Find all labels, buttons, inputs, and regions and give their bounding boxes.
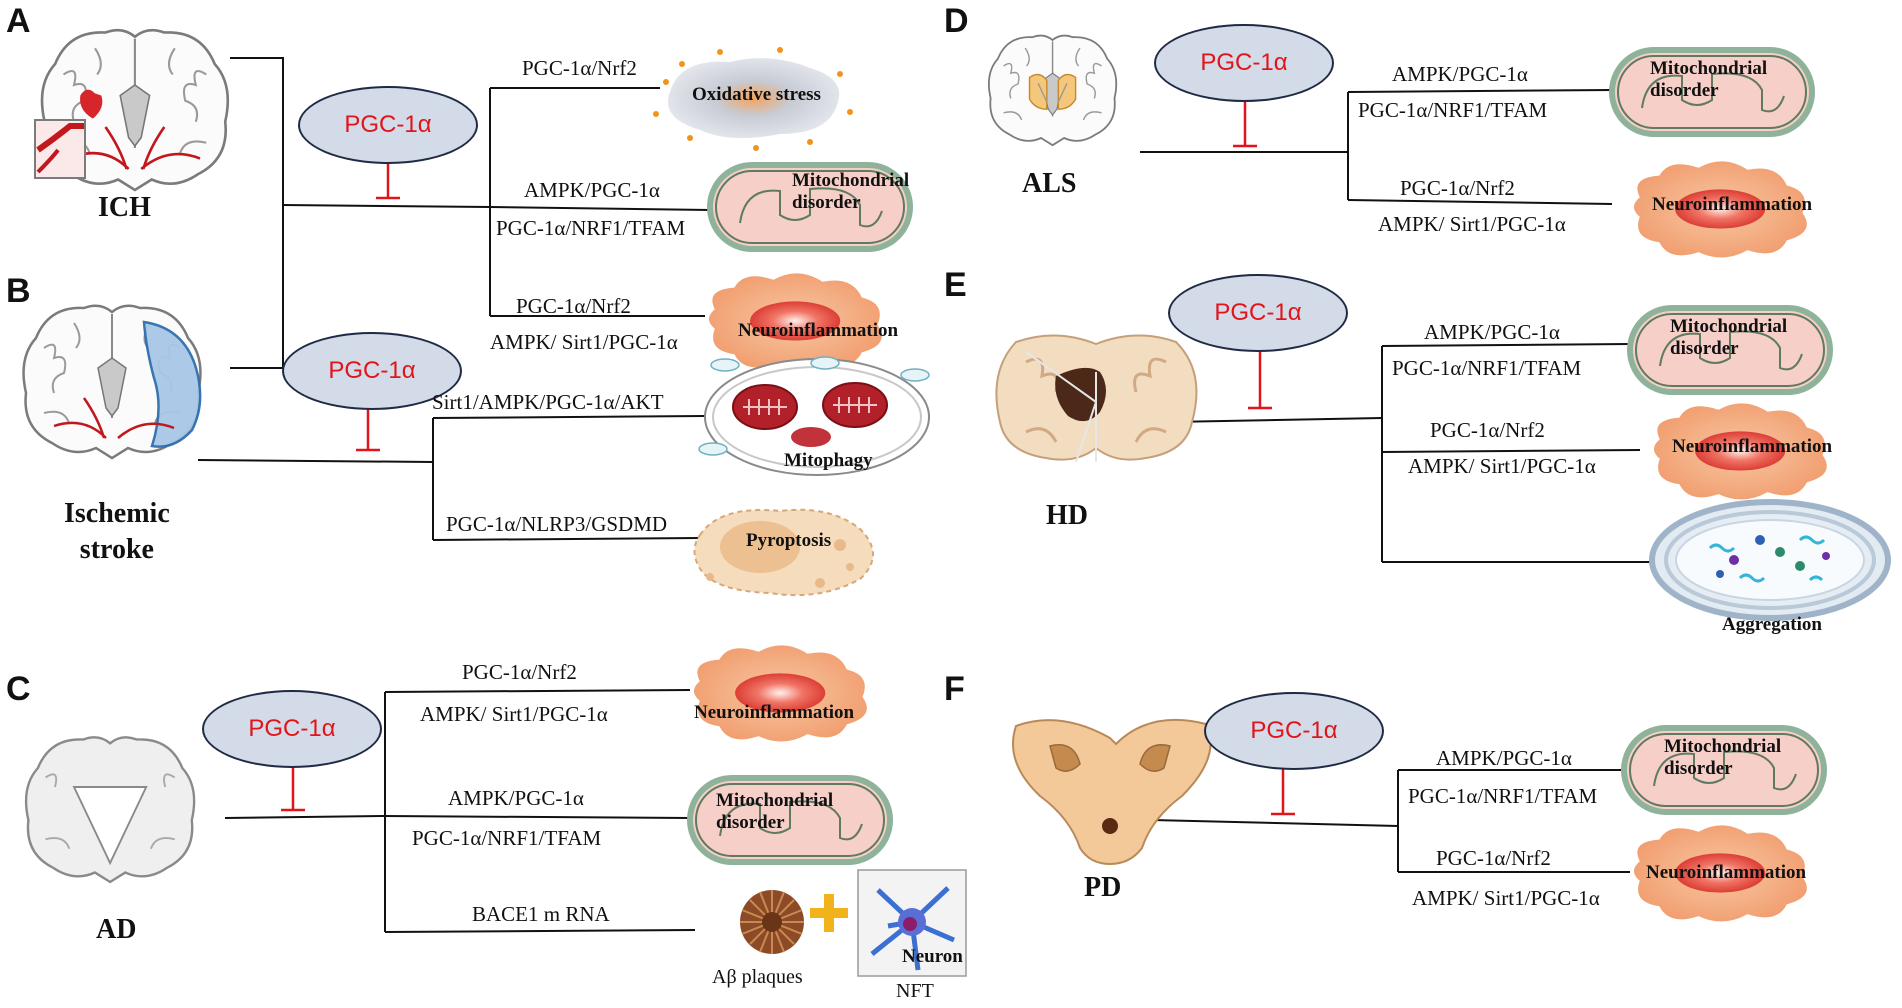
panel-a-outcome-mitochondrial-disorder: Mitochondrial disorder <box>792 170 910 213</box>
panel-d-pathway-label: AMPK/PGC-1α <box>1392 62 1528 86</box>
panel-b-inhibitor-node: PGC-1α <box>282 332 462 410</box>
hd-brain-section-icon <box>995 334 1198 463</box>
ischemic-brain-section-icon <box>22 304 202 460</box>
disease-label-als: ALS <box>1022 168 1077 199</box>
panel-a-pathway-label: PGC-1α/NRF1/TFAM <box>496 216 686 240</box>
panel-a-lines <box>230 57 711 369</box>
oxidative-stress-icon <box>653 47 853 151</box>
disease-label-hd: HD <box>1046 500 1088 531</box>
panel-e-outcome-aggregation: Aggregation <box>1722 614 1822 635</box>
panel-e-inhibitor-node: PGC-1α <box>1168 274 1348 352</box>
panel-letter-b: B <box>6 272 31 310</box>
panel-f-outcome-mitochondrial-disorder: Mitochondrial disorder <box>1664 736 1782 779</box>
panel-c-pathway-label: BACE1 m RNA <box>472 902 610 926</box>
panel-d-pathway-label: AMPK/ Sirt1/PGC-1α <box>1378 212 1566 236</box>
panel-d-pathway-label: PGC-1α/NRF1/TFAM <box>1358 98 1548 122</box>
disease-label-ich: ICH <box>98 192 151 223</box>
panel-d-pathway-label: PGC-1α/Nrf2 <box>1400 176 1515 200</box>
panel-c-label-abeta-plaques: Aβ plaques <box>712 966 803 988</box>
panel-c-outcome-mitochondrial-disorder: Mitochondrial disorder <box>716 790 834 833</box>
disease-label-ischemic-line1: Ischemic <box>64 498 170 529</box>
panel-d-inhibitor-node: PGC-1α <box>1154 24 1334 102</box>
panel-a-inhibitor-node: PGC-1α <box>298 86 478 164</box>
disease-label-ischemic: Ischemic stroke <box>64 496 170 568</box>
panel-a-pathway-label: AMPK/PGC-1α <box>524 178 660 202</box>
disease-label-ad: AD <box>96 914 137 945</box>
panel-letter-d: D <box>944 2 969 40</box>
panel-e-pathway-label: PGC-1α/NRF1/TFAM <box>1392 356 1582 380</box>
ich-brain-section-icon <box>40 28 230 192</box>
neuron-icon <box>857 869 967 977</box>
midbrain-section-icon <box>1012 718 1212 866</box>
panel-c-lines <box>224 689 696 933</box>
panel-letter-e: E <box>944 266 967 304</box>
panel-f-pathway-label: PGC-1α/NRF1/TFAM <box>1408 784 1598 808</box>
panel-a-pathway-label: AMPK/ Sirt1/PGC-1α <box>490 330 678 354</box>
panel-e-pathway-label: PGC-1α/Nrf2 <box>1430 418 1545 442</box>
panel-e-outcome-neuroinflammation: Neuroinflammation <box>1672 436 1833 457</box>
panel-e-inhibition-bar <box>1248 352 1272 410</box>
protein-aggregation-icon <box>1649 499 1891 621</box>
panel-c-pathway-label: AMPK/PGC-1α <box>448 786 584 810</box>
panel-c-inhibitor-node: PGC-1α <box>202 690 382 768</box>
panel-f-pathway-label: AMPK/ Sirt1/PGC-1α <box>1412 886 1600 910</box>
panel-b-lines <box>197 415 706 541</box>
panel-d-inhibition-bar <box>1233 100 1257 148</box>
panel-c-inflamed-cell-icon <box>693 645 867 742</box>
disease-label-pd: PD <box>1084 872 1122 903</box>
panel-c-pathway-label: AMPK/ Sirt1/PGC-1α <box>420 702 608 726</box>
panel-c-outcome-neuroinflammation: Neuroinflammation <box>694 702 855 723</box>
amyloid-plaque-icon <box>740 890 804 954</box>
panel-d-outcome-neuroinflammation: Neuroinflammation <box>1652 194 1813 215</box>
panel-c-label-neuron: Neuron <box>902 946 963 967</box>
panel-e-outcome-mitochondrial-disorder: Mitochondrial disorder <box>1670 316 1788 359</box>
panel-f-outcome-neuroinflammation: Neuroinflammation <box>1646 862 1807 883</box>
panel-a-outcome-oxidative-stress: Oxidative stress <box>692 84 821 105</box>
pyroptosis-icon <box>693 508 874 597</box>
panel-b-pathway-label: Sirt1/AMPK/PGC-1α/AKT <box>432 390 664 414</box>
panel-a-outcome-neuroinflammation: Neuroinflammation <box>738 320 899 341</box>
panel-c-pathway-label: PGC-1α/Nrf2 <box>462 660 577 684</box>
panel-f-inhibition-bar <box>1271 768 1295 816</box>
disease-label-ischemic-line2: stroke <box>79 534 154 565</box>
panel-a-pathway-label: PGC-1α/Nrf2 <box>516 294 631 318</box>
panel-f-pathway-label: AMPK/PGC-1α <box>1436 746 1572 770</box>
panel-b-pathway-label: PGC-1α/NLRP3/GSDMD <box>446 512 668 536</box>
panel-e-lines <box>1169 343 1650 563</box>
panel-c-label-nft: NFT <box>896 980 934 1002</box>
plus-icon <box>810 894 848 932</box>
panel-a-pathway-label: PGC-1α/Nrf2 <box>522 56 637 80</box>
panel-b-inhibition-bar <box>356 408 380 452</box>
panel-e-pathway-label: AMPK/ Sirt1/PGC-1α <box>1408 454 1596 478</box>
panel-b-outcome-pyroptosis: Pyroptosis <box>746 530 832 551</box>
panel-c-inhibition-bar <box>281 765 305 812</box>
ad-brain-section-icon <box>24 736 196 884</box>
panel-e-pathway-label: AMPK/PGC-1α <box>1424 320 1560 344</box>
panel-letter-c: C <box>6 670 31 708</box>
ich-vessel-inset-icon <box>34 119 86 179</box>
panel-c-pathway-label: PGC-1α/NRF1/TFAM <box>412 826 602 850</box>
als-brain-section-icon <box>987 34 1118 147</box>
panel-d-lines <box>1140 89 1613 205</box>
panel-f-inhibitor-node: PGC-1α <box>1204 692 1384 770</box>
panel-f-lines <box>1151 769 1630 873</box>
panel-letter-f: F <box>944 670 965 708</box>
panel-f-pathway-label: PGC-1α/Nrf2 <box>1436 846 1551 870</box>
mitophagy-icon <box>698 356 930 476</box>
panel-d-outcome-mitochondrial-disorder: Mitochondrial disorder <box>1650 58 1768 101</box>
panel-letter-a: A <box>6 2 31 40</box>
panel-b-outcome-mitophagy: Mitophagy <box>784 450 873 471</box>
